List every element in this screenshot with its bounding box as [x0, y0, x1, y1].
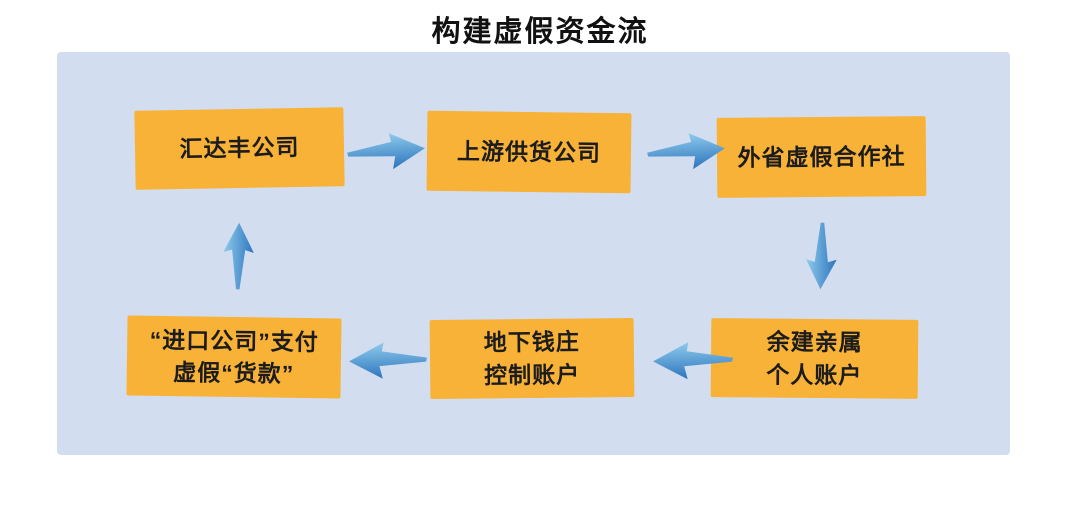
arrow-left-icon [348, 337, 427, 384]
arrow-down-icon [798, 221, 843, 292]
flow-node-label: 汇达丰公司 [179, 134, 300, 163]
arrow-right-icon [346, 126, 427, 175]
arrow-left-icon [652, 337, 733, 384]
flow-node-import-company-fake-payment: “进口公司”支付 虚假“货款” [126, 315, 342, 399]
flow-node-label: “进口公司”支付 虚假“货款” [149, 326, 319, 387]
flow-node-label: 上游供货公司 [456, 138, 602, 166]
flow-node-label: 地下钱庄 控制账户 [483, 328, 581, 389]
flow-node-label: 余建亲属 个人账户 [766, 328, 863, 388]
arrow-right-icon [646, 126, 727, 175]
flow-node-huidafeng-company: 汇达丰公司 [134, 107, 345, 190]
page-title: 构建虚假资金流 [431, 16, 649, 48]
flow-node-upstream-supplier: 上游供货公司 [426, 110, 632, 194]
arrow-up-icon [215, 220, 261, 291]
flow-node-underground-bank-accounts: 地下钱庄 控制账户 [429, 317, 635, 400]
flow-node-yujian-relatives-accounts: 余建亲属 个人账户 [710, 318, 919, 399]
flowchart-panel: 汇达丰公司 上游供货公司 外省虚假合作社 余建亲属 个人账户 地下钱庄 控制账户… [57, 52, 1010, 455]
flow-node-out-province-fake-coop: 外省虚假合作社 [716, 116, 927, 198]
flow-node-label: 外省虚假合作社 [737, 143, 906, 171]
